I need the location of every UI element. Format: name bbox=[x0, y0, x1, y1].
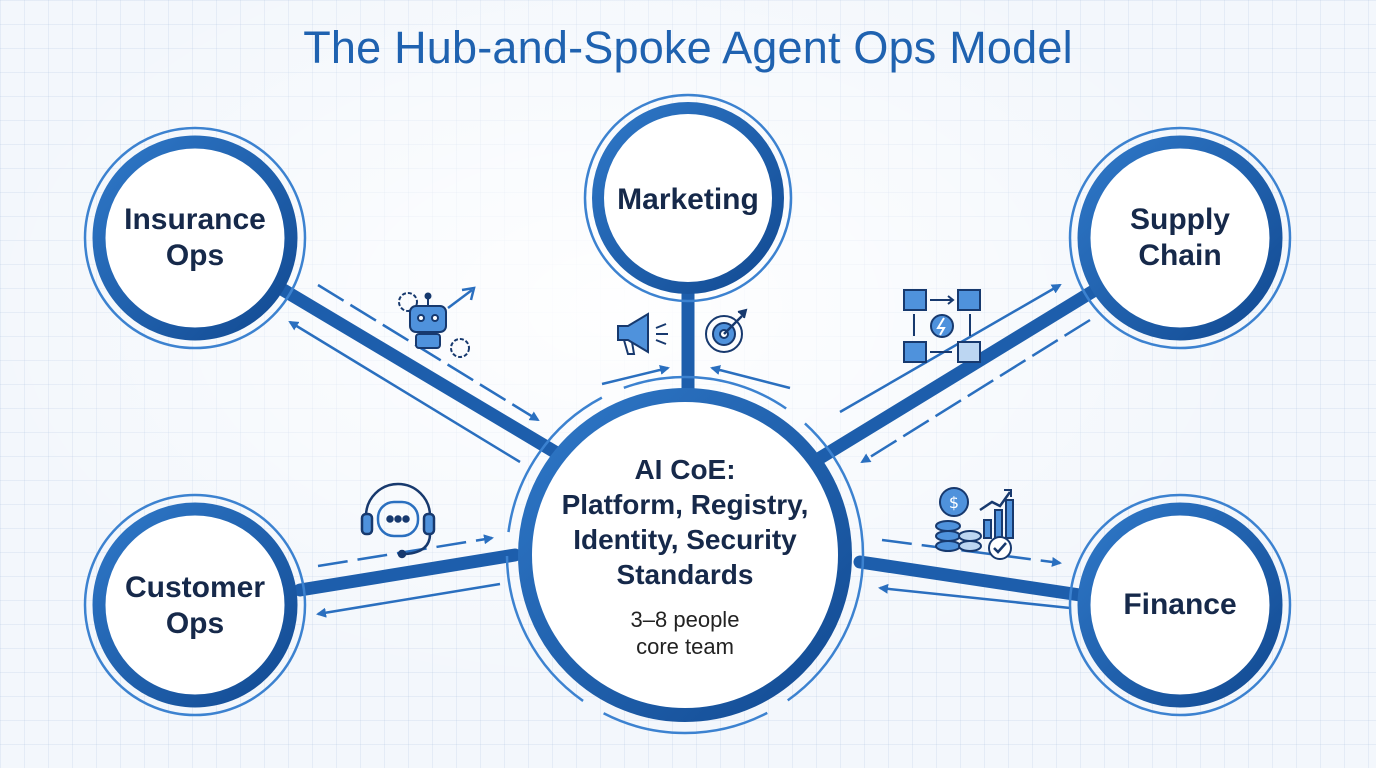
spoke-circle-customer-ops bbox=[83, 493, 307, 717]
hub-team-note: core team bbox=[636, 634, 734, 659]
connector-finance bbox=[853, 555, 1087, 602]
connector-customer-ops bbox=[293, 548, 522, 597]
spoke-circle-supply-chain bbox=[1068, 126, 1292, 350]
flow-arrow bbox=[878, 583, 1071, 610]
coins-chart-icon: $ bbox=[935, 487, 1014, 560]
spoke-circle-insurance-ops bbox=[83, 126, 307, 350]
connector-supply-chain bbox=[813, 283, 1102, 465]
flow-arrow bbox=[316, 582, 501, 618]
spoke-label-marketing: Marketing bbox=[617, 183, 759, 216]
flow-arrow bbox=[860, 318, 1091, 464]
box-flow-icon bbox=[903, 289, 981, 363]
hub-label: AI CoE: Platform, Registry, Identity, Se… bbox=[530, 440, 840, 680]
hub-title-line: Standards bbox=[616, 559, 754, 590]
svg-text:$: $ bbox=[949, 493, 959, 512]
hub-title-line: Platform, Registry, bbox=[561, 489, 809, 520]
headset-chat-icon bbox=[360, 482, 436, 559]
spoke-circles bbox=[83, 93, 1292, 717]
robot-gears-icon bbox=[398, 286, 476, 358]
hub-title-line: Identity, Security bbox=[573, 524, 797, 555]
flow-arrow bbox=[839, 283, 1062, 414]
flow-arrow bbox=[317, 283, 540, 422]
flow-arrow bbox=[288, 320, 521, 464]
spoke-circle-finance bbox=[1068, 493, 1292, 717]
flow-arrows bbox=[288, 283, 1091, 618]
hub-circle bbox=[505, 375, 865, 735]
flow-arrow bbox=[601, 365, 670, 386]
connector-insurance-ops bbox=[263, 275, 562, 459]
hub-title-line: AI CoE: bbox=[634, 454, 736, 485]
megaphone-target-icon bbox=[617, 308, 748, 355]
connectors bbox=[263, 275, 1102, 602]
diagram-title: The Hub-and-Spoke Agent Ops Model bbox=[303, 22, 1073, 73]
hub-team-size: 3–8 people bbox=[630, 607, 740, 632]
spoke-label-finance: Finance bbox=[1123, 588, 1237, 621]
spoke-circle-marketing bbox=[583, 93, 793, 303]
flow-arrow bbox=[710, 365, 791, 390]
